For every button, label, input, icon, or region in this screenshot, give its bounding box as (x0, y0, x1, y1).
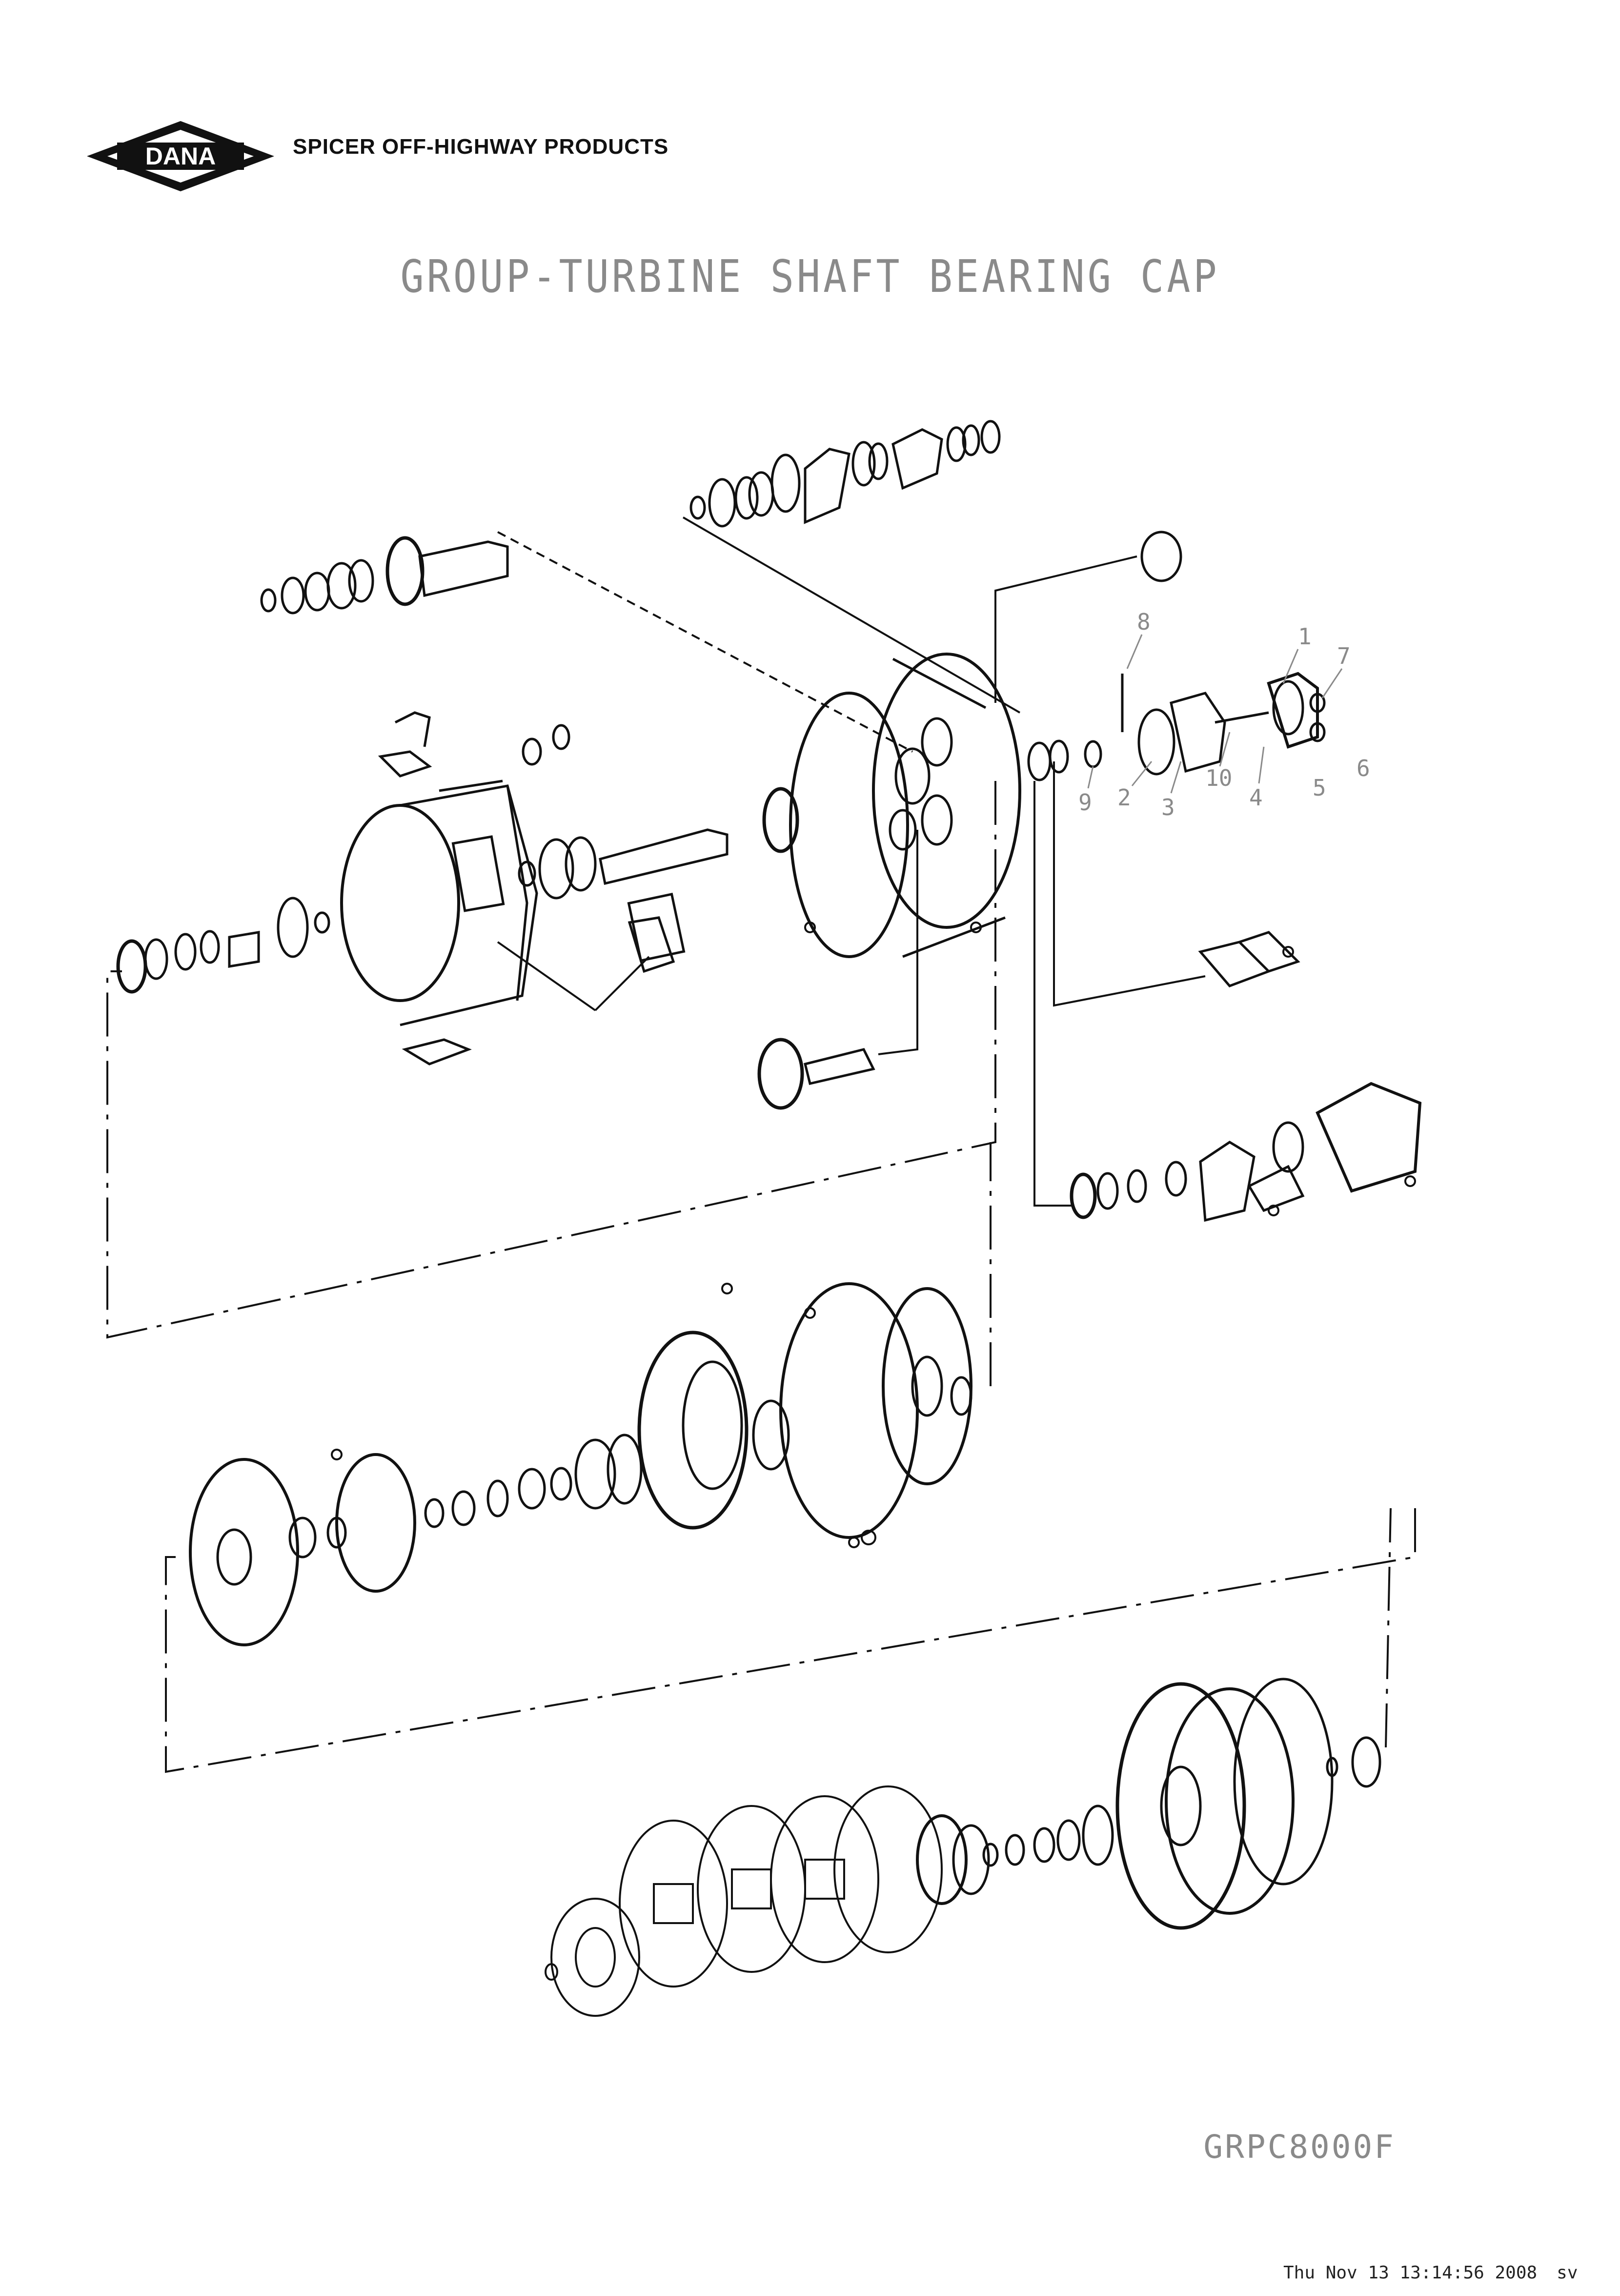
callout-2: 2 (1117, 784, 1131, 811)
callout-10: 10 (1205, 765, 1232, 791)
print-timestamp: Thu Nov 13 13:14:56 2008 (1283, 2263, 1538, 2283)
callout-5: 5 (1313, 775, 1326, 801)
pump-group (1070, 1082, 1422, 1222)
upper-bearing-group (689, 420, 1001, 528)
callout-1: 1 (1298, 623, 1312, 650)
callout-8: 8 (1137, 609, 1151, 635)
torque-converter-group (916, 1678, 1381, 1930)
housing-cover (789, 653, 1021, 958)
callout-leaders (1087, 634, 1343, 794)
cover-plates (628, 531, 1300, 987)
print-stamp: Thu Nov 13 13:14:56 2008 sv (1283, 2263, 1578, 2283)
callout-9: 9 (1078, 789, 1092, 816)
transfer-gear (757, 1038, 875, 1110)
turbine-shaft-gear-group (260, 536, 509, 615)
impeller-stator-group (189, 1282, 972, 1646)
bearing-cap-group (1027, 672, 1326, 781)
input-shaft (518, 787, 799, 900)
callout-3: 3 (1161, 794, 1175, 820)
converter-housing (340, 711, 686, 1066)
callout-4: 4 (1249, 784, 1263, 811)
fasteners (331, 922, 1416, 1548)
dana-logo: DANA (87, 121, 274, 191)
drawing-code: GRPC8000F (1203, 2128, 1396, 2166)
callout-6: 6 (1357, 755, 1370, 781)
output-flange-group (116, 897, 330, 994)
brand-name: SPICER OFF-HIGHWAY PRODUCTS (293, 135, 669, 159)
page-title: GROUP-TURBINE SHAFT BEARING CAP (400, 250, 1220, 303)
callout-7: 7 (1337, 643, 1351, 669)
print-user: sv (1557, 2263, 1578, 2283)
callout-labels: 1 2 3 4 5 6 7 8 9 10 (1078, 609, 1370, 820)
leader-lines (106, 516, 1416, 1773)
clutch-disc-stack (545, 1785, 943, 2017)
logo-text: DANA (145, 143, 216, 170)
